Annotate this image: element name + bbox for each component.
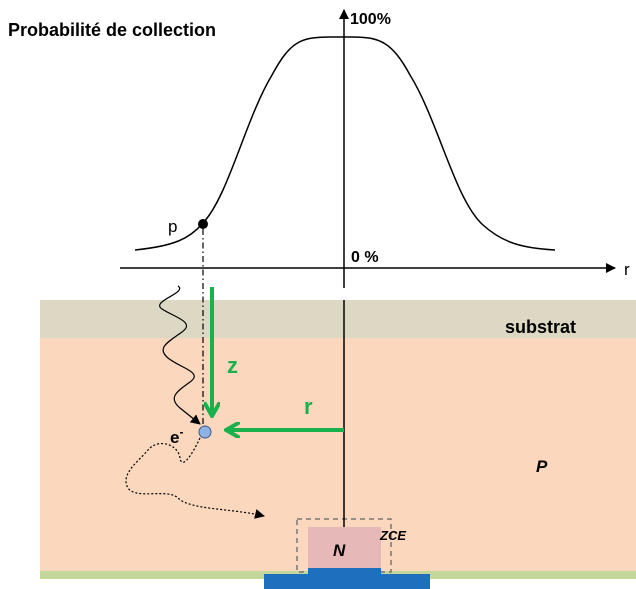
electron xyxy=(198,425,212,439)
r-axis-label: r xyxy=(624,260,630,279)
electron-charge: - xyxy=(179,425,183,439)
metal-contact-top xyxy=(308,568,381,575)
metal-contact xyxy=(264,574,430,589)
zce-label: ZCE xyxy=(379,528,406,543)
top-percent-label: 100% xyxy=(350,11,391,28)
electron-symbol: e xyxy=(170,428,179,447)
substrat-label: substrat xyxy=(505,317,576,337)
point-p xyxy=(198,219,208,229)
n-region xyxy=(308,527,381,574)
electron-label: e- xyxy=(170,425,183,447)
p-region-label: P xyxy=(536,457,548,476)
chart-title: Probabilité de collection xyxy=(8,20,216,40)
n-region-label: N xyxy=(333,541,346,560)
z-arrow-label: z xyxy=(227,353,238,378)
collection-probability-curve xyxy=(134,36,556,251)
diffusion-path xyxy=(125,437,265,519)
r-arrow-label: r xyxy=(304,394,313,419)
point-p-label: p xyxy=(168,217,177,236)
zero-percent-label: 0 % xyxy=(351,249,379,266)
substrat-layer xyxy=(40,300,636,338)
photon-wave xyxy=(159,285,201,425)
